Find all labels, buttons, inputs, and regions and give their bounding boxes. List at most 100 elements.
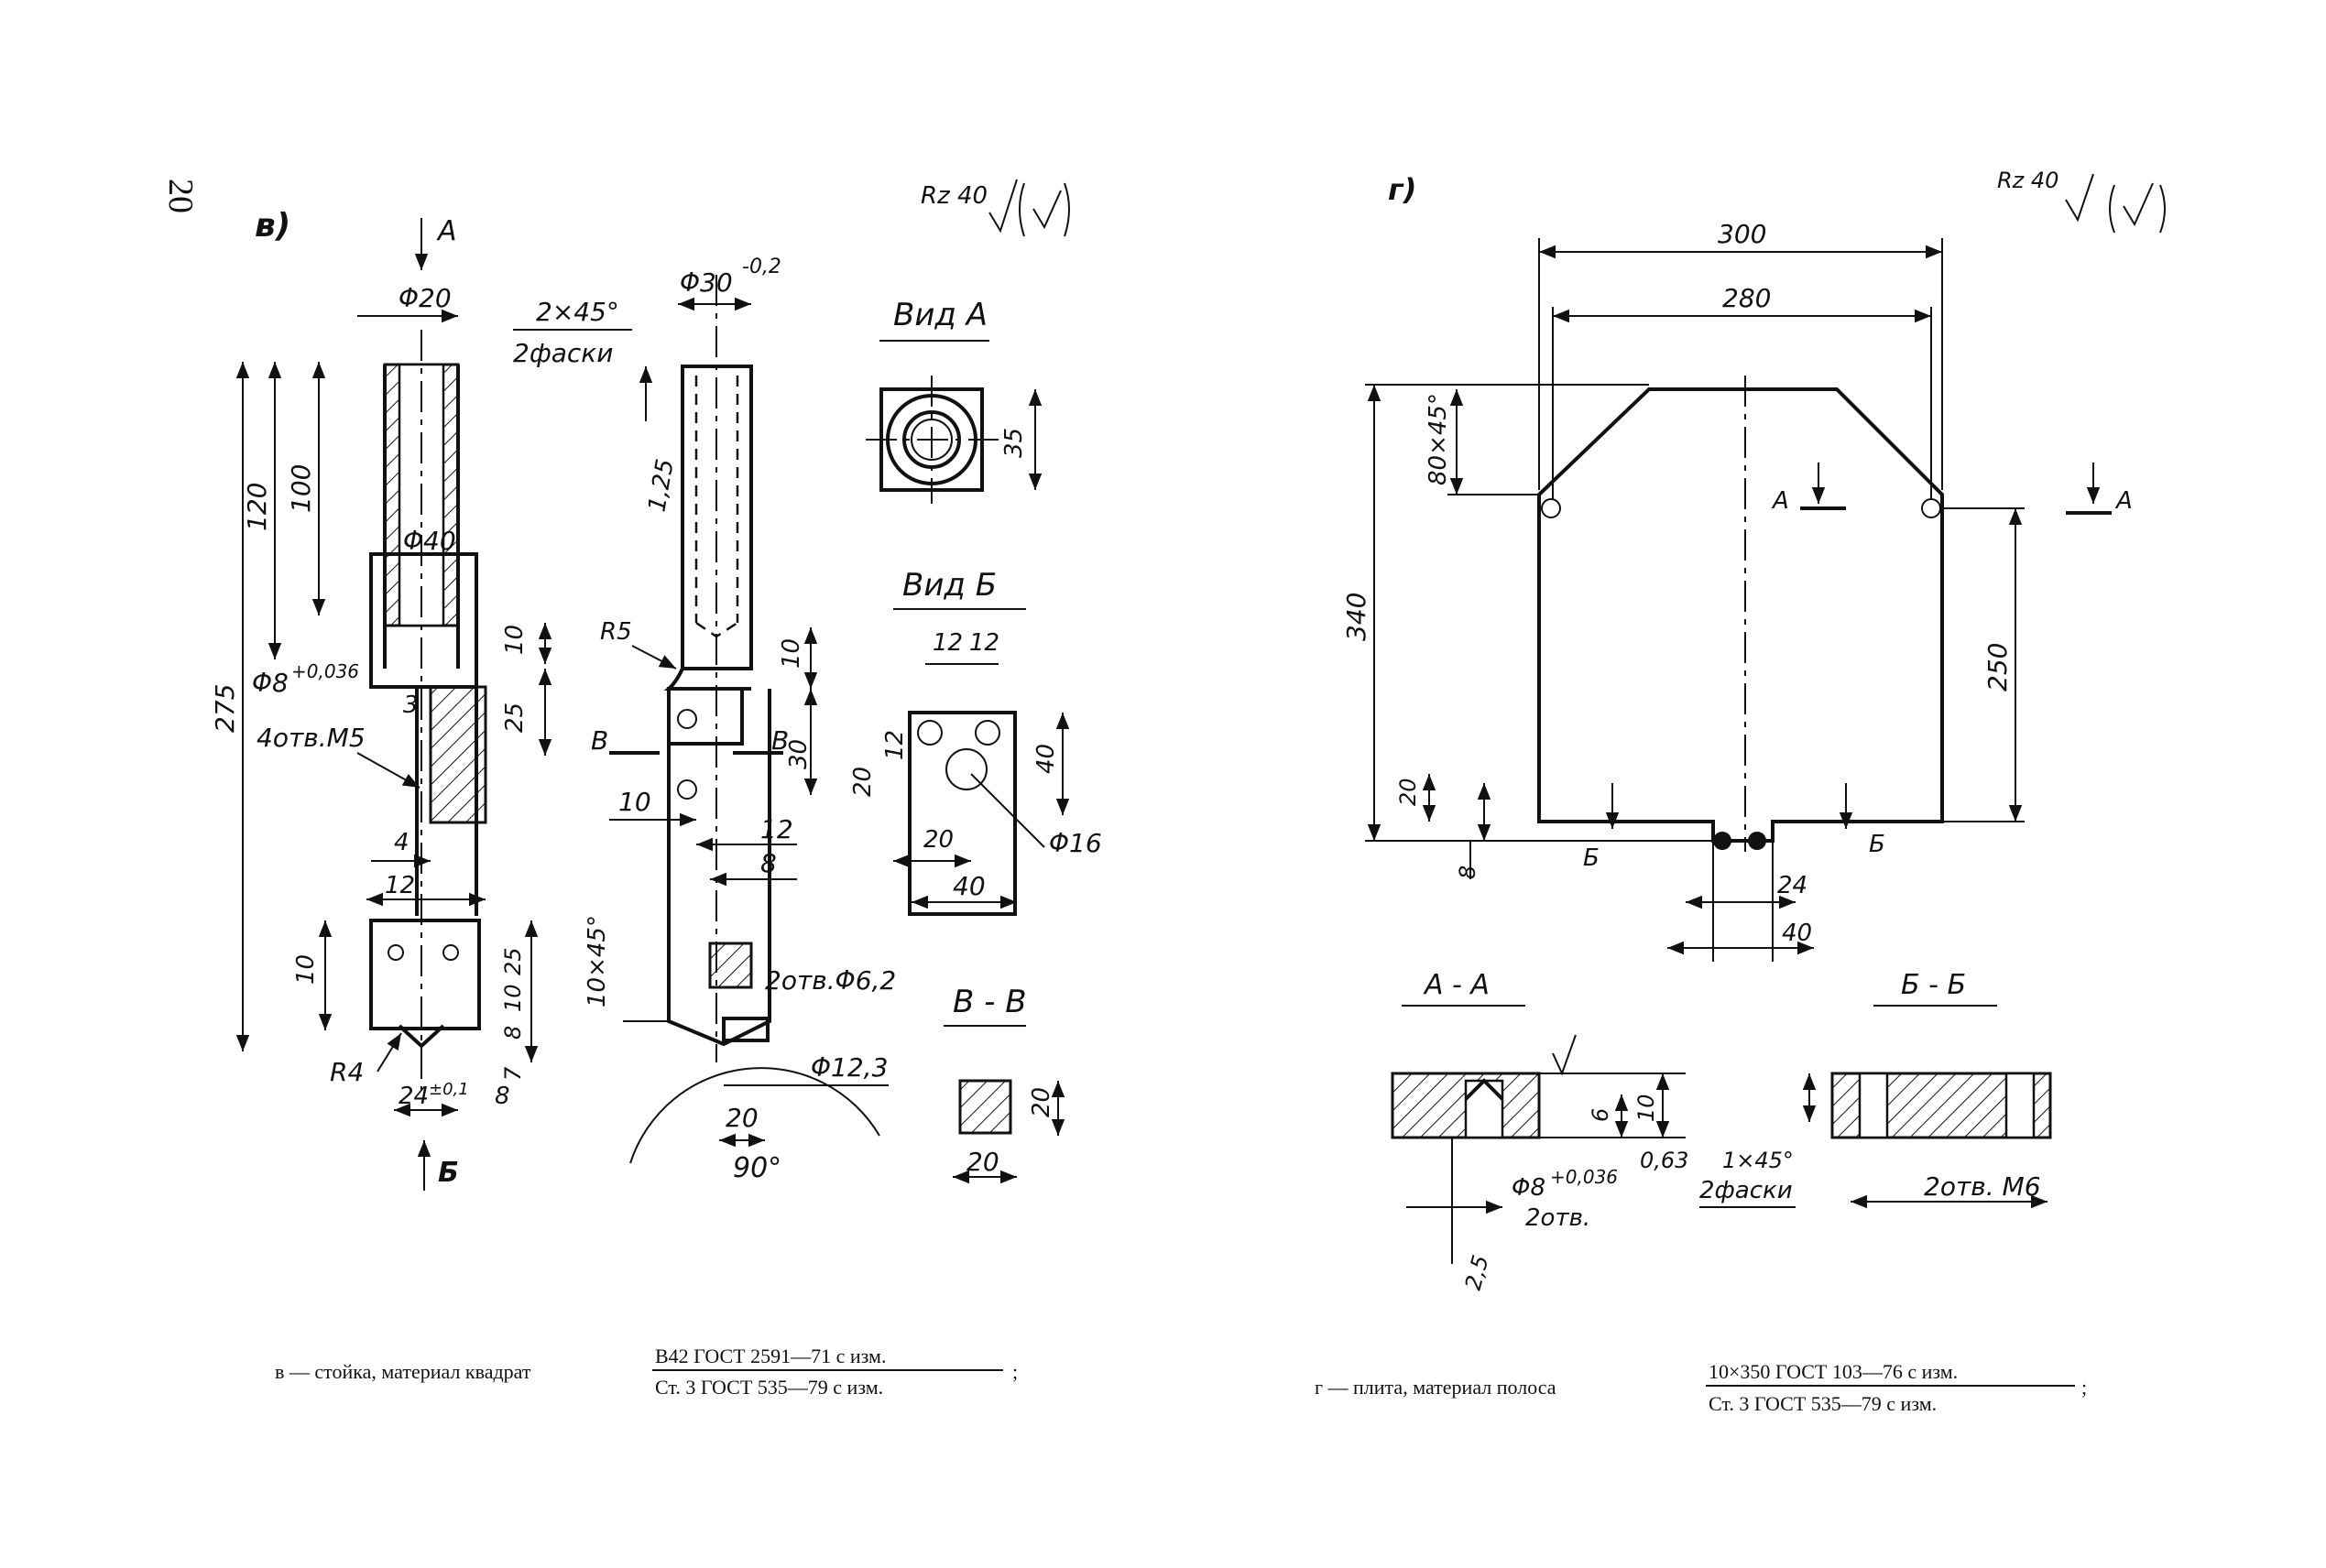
dim-w280: 280 (1722, 283, 1771, 313)
section-aa-ra25: 2,5 (1460, 1252, 1494, 1292)
view-b-title: Вид Б (902, 567, 997, 604)
section-bb-title: Б - Б (1901, 969, 1966, 1001)
dim-r4: R4 (330, 1057, 364, 1087)
view-arrow-b: Б (417, 1140, 459, 1191)
section-aa-title: А - А (1423, 969, 1490, 1001)
dim-h250: 250 (1982, 643, 2013, 691)
left-caption-den: Ст. 3 ГОСТ 535—79 с изм. (655, 1376, 883, 1399)
dim-v8: 8 (500, 1026, 526, 1040)
dim-w300: 300 (1718, 219, 1766, 249)
left-roughness-mark: Rz 40 (921, 179, 1070, 237)
section-aa-holes: 2отв. (1525, 1204, 1590, 1232)
right-panel-label: г) (1388, 172, 1416, 207)
right-caption-tail: ; (2081, 1376, 2087, 1399)
right-caption-num: 10×350 ГОСТ 103—76 с изм. (1709, 1360, 1958, 1383)
section-bb-holes: 2отв. М6 (1924, 1171, 2041, 1202)
dim-d123: Φ12,3 (811, 1052, 888, 1083)
dim-v10b: 10 (778, 638, 805, 669)
section-bb-chamfer: 1×45° (1722, 1148, 1794, 1173)
dim-ang90: 90° (733, 1152, 781, 1184)
dim-w40: 40 (1782, 920, 1812, 947)
dim-w24: 24 (1777, 872, 1807, 899)
dim-chamfer-count: 2фаски (513, 338, 613, 368)
dim-c80: 80×45° (1425, 393, 1452, 485)
view-b-v12: 12 (881, 730, 909, 760)
dim-d30-tol: -0,2 (742, 256, 781, 278)
section-bb-chamfer-count: 2фаски (1699, 1177, 1793, 1204)
section-vv-title: В - В (953, 984, 1027, 1020)
view-b-v20: 20 (849, 767, 877, 797)
dim-m5: 4отв.М5 (257, 723, 366, 753)
dim-c10x45: 10×45° (584, 915, 611, 1007)
view-a-title: Вид А (893, 297, 988, 333)
stand-dimensions: Φ20 Φ40 275 120 100 10 25 Φ8 +0,036 3 4о… (210, 283, 552, 1117)
view-b-d16: Φ16 (1049, 828, 1102, 858)
dim-d40: Φ40 (403, 526, 456, 556)
dim-h10: 10 (618, 787, 651, 817)
dim-h8: 8 (1455, 866, 1480, 879)
dim-v25a: 25 (501, 702, 529, 733)
left-caption-tail: ; (1012, 1360, 1018, 1383)
dim-v4: 4 (394, 829, 410, 856)
dim-w8: 8 (495, 1083, 510, 1110)
right-caption: г — плита, материал полоса 10×350 ГОСТ 1… (1315, 1360, 2087, 1415)
left-caption-num: В42 ГОСТ 2591—71 с изм. (655, 1345, 886, 1367)
view-a: Вид А 35 (866, 297, 1043, 504)
dim-v10d: 10 (500, 984, 526, 1012)
section-vv: В - В 20 20 (944, 984, 1065, 1184)
plate-dimensions: 300 280 340 80×45° А А 250 20 8 (1341, 219, 2133, 962)
dim-v30: 30 (785, 739, 813, 769)
dim-holes62: 2отв.Φ6,2 (765, 965, 896, 996)
section-aa-t6: 6 (1588, 1108, 1613, 1122)
dim-h12b: 12 (760, 814, 793, 844)
section-aa-ra: 0,63 (1640, 1148, 1688, 1173)
dim-sec-b2: В (771, 725, 789, 756)
view-arrow-a-label: А (436, 215, 457, 247)
view-b-h40: 40 (953, 871, 986, 901)
right-roughness-value: Rz 40 (1997, 168, 2058, 193)
dim-chamfer: 2×45° (536, 297, 619, 327)
section-aa-d8-tol: +0,036 (1550, 1166, 1618, 1188)
view-b-d12a: 12 (933, 629, 963, 657)
view-b: Вид Б 12 12 12 20 40 20 40 Φ16 (849, 567, 1102, 916)
dim-h340: 340 (1341, 593, 1371, 641)
dim-sec-b1: Б (1583, 844, 1600, 872)
plate-view (1537, 376, 2112, 852)
left-caption: в — стойка, материал квадрат В42 ГОСТ 25… (275, 1345, 1018, 1399)
section-vv-v20: 20 (1028, 1087, 1055, 1117)
dim-v3: 3 (403, 691, 419, 719)
section-vv-square (958, 1079, 1012, 1135)
dim-sec-a2: А (2114, 487, 2133, 515)
left-panel: в) Rz 40 А Φ20 (210, 179, 1102, 1399)
view-b-h20: 20 (923, 826, 954, 854)
section-vv-h20: 20 (966, 1147, 999, 1177)
dim-sec-a1: А (1771, 487, 1789, 515)
dim-v275: 275 (210, 684, 240, 733)
dim-v10c: 10 (292, 954, 320, 985)
dim-w24-tol: ±0,1 (429, 1080, 469, 1099)
right-caption-den: Ст. 3 ГОСТ 535—79 с изм. (1709, 1392, 1937, 1415)
dim-sec-b2: Б (1869, 831, 1885, 858)
left-roughness-value: Rz 40 (921, 182, 988, 210)
view-a-dim35: 35 (1000, 428, 1028, 458)
page-number: 20 (161, 179, 200, 213)
view-arrow-a: А (414, 215, 457, 270)
dim-v120: 120 (242, 483, 272, 531)
dim-v10a: 10 (501, 625, 529, 655)
view-b-v40: 40 (1032, 744, 1060, 774)
dim-sec-b1: В (591, 725, 608, 756)
dim-v25b: 25 (500, 947, 526, 975)
right-roughness-mark: Rz 40 (1997, 168, 2166, 234)
section-bb: Б - Б 1×45° 2фаски 2отв. М6 (1699, 969, 2052, 1209)
dim-r5: R5 (600, 618, 632, 646)
dim-d8: Φ8 (252, 668, 289, 698)
dim-h20: 20 (1395, 778, 1421, 806)
dim-v7: 7 (500, 1066, 526, 1081)
dim-r125: 1,25 (643, 457, 680, 514)
section-aa-t10: 10 (1633, 1094, 1659, 1122)
view-arrow-b-label: Б (438, 1157, 459, 1189)
section-aa: А - А 6 10 0,63 Φ8 +0,036 2отв. 2,5 (1391, 969, 1688, 1293)
dim-v100: 100 (286, 464, 316, 513)
left-caption-lead: в — стойка, материал квадрат (275, 1360, 531, 1383)
